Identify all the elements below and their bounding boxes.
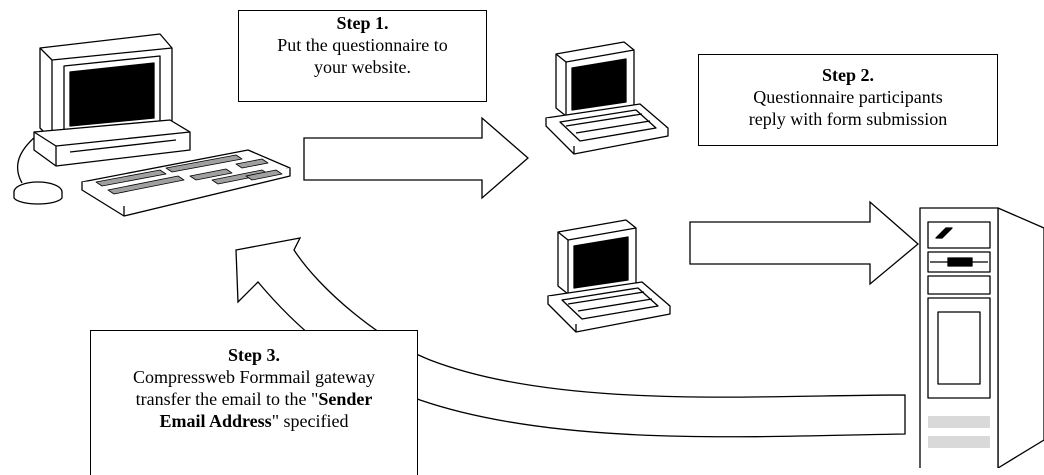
step-3-sender-bold: Sender [318,389,373,409]
step-2-box: Step 2. Questionnaire participants reply… [698,54,998,146]
laptop-icon [547,219,671,333]
step-3-text-line2: transfer the email to the "Sender [91,388,417,410]
step-1-title: Step 1. [336,13,389,33]
step-3-box: Step 3. Compressweb Formmail gateway tra… [90,330,418,475]
laptop-screen [573,236,629,289]
step-1-text-line2: your website. [314,57,411,77]
step-2-text-line2: reply with form submission [748,109,948,129]
laptop-screen [571,58,627,111]
server-tower-icon [919,207,1044,468]
step-1-box: Step 1. Put the questionnaire to your we… [238,10,487,102]
step-2-text-line1: Questionnaire participants [753,87,943,107]
laptop-icon [545,41,669,155]
desktop-screen [69,62,155,127]
step-3-title: Step 3. [227,345,280,365]
step-3-text-line3: Email Address" specified [91,410,417,432]
step-3-email-address-bold: Email Address [159,411,272,431]
step-3-text-line2-pre: transfer the email to the " [135,389,319,409]
step-3-text-line1: Compressweb Formmail gateway [133,367,375,387]
step-1-text-line1: Put the questionnaire to [277,35,448,55]
server-vent-slots [928,416,990,448]
arrow-right-icon [303,116,529,200]
step-2-title: Step 2. [821,65,874,85]
keyboard-keys [95,154,283,195]
step-3-text-line3-post: " specified [271,411,349,431]
desktop-computer-icon [13,33,291,217]
arrow-right-icon [689,200,920,286]
